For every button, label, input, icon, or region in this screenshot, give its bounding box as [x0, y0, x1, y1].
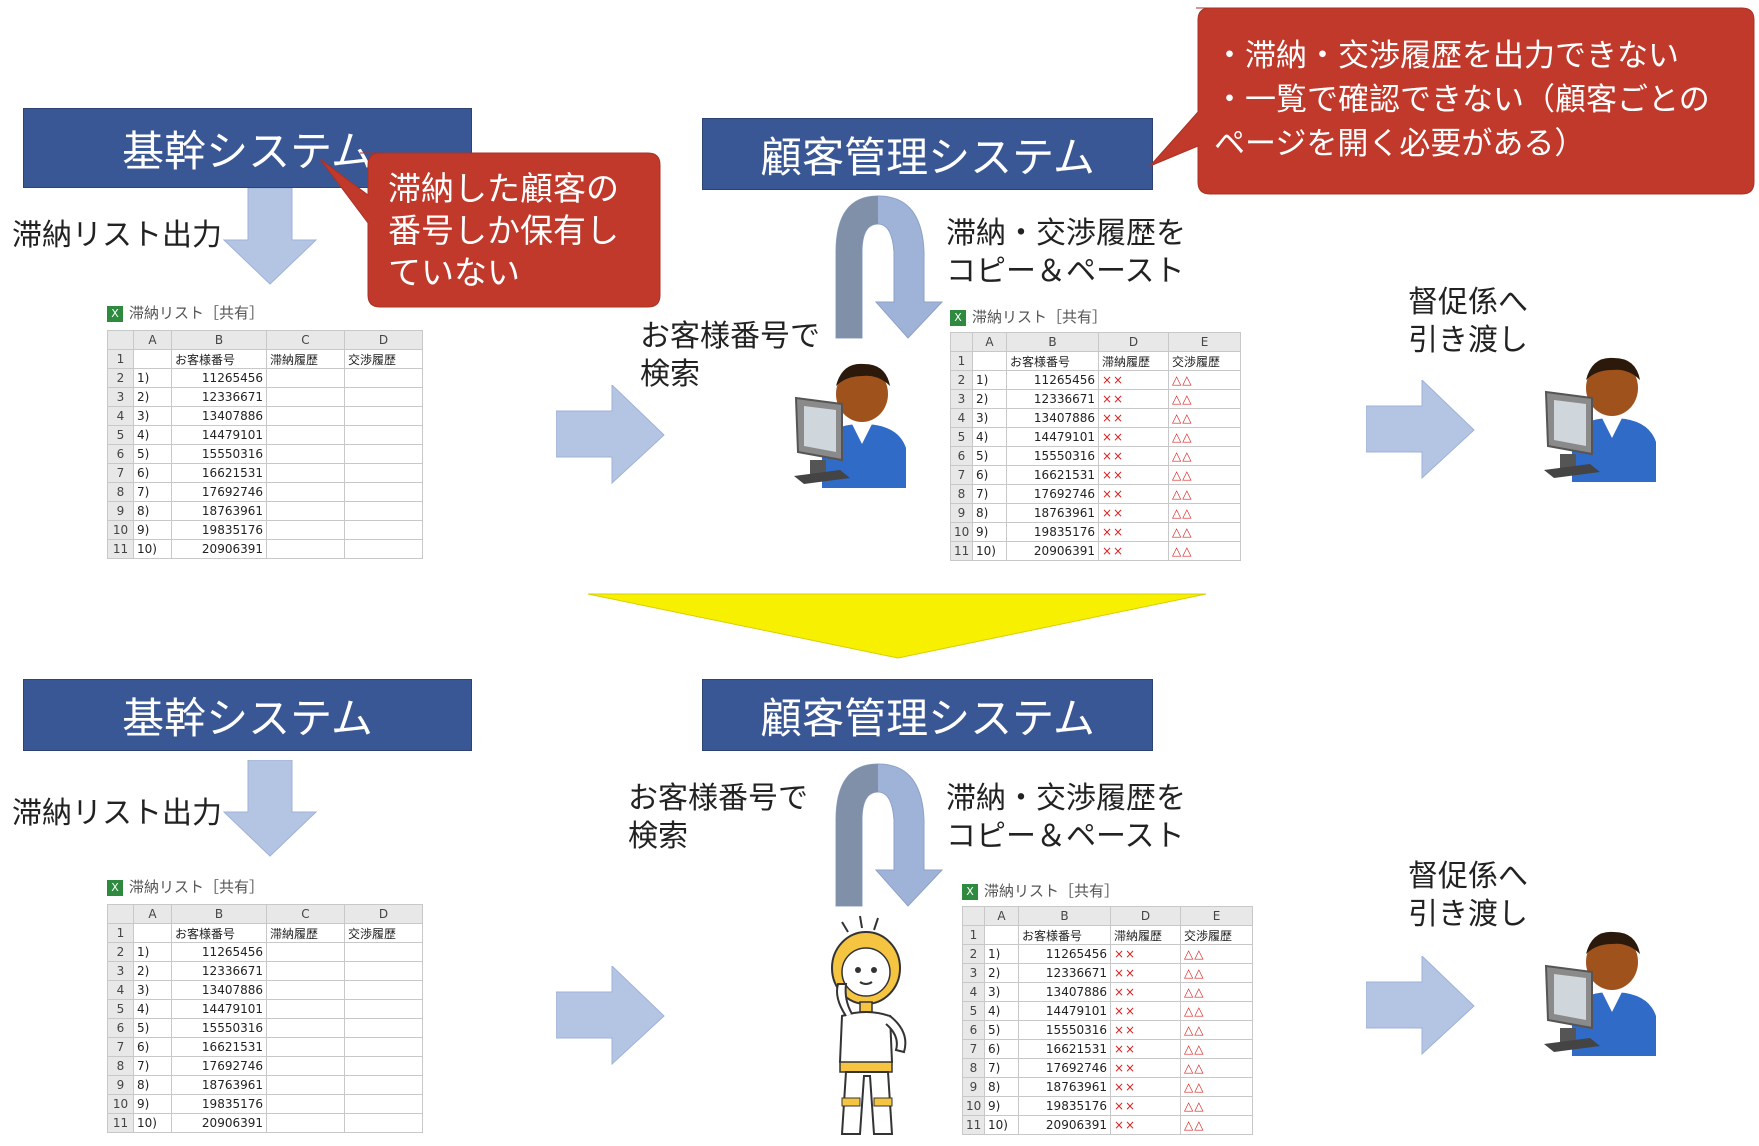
copy-label-bottom: 滞納・交渉履歴を コピー＆ペースト — [946, 781, 1186, 854]
excel-icon: X — [107, 879, 123, 896]
core-system-box-bottom: 基幹システム — [23, 679, 472, 751]
callout-core-bubble — [319, 152, 661, 308]
right-arrow-bottom-1 — [556, 966, 665, 1066]
output-label-bottom: 滞納リスト出力 — [12, 796, 222, 831]
curved-arrow-top — [835, 195, 944, 339]
copy-label-top: 滞納・交渉履歴を コピー＆ペースト — [946, 216, 1186, 289]
right-arrow-top-1 — [556, 385, 665, 485]
callout-crm-text: ・滞納・交渉履歴を出力できない ・一覧で確認できない（顧客ごとの ページを開く必… — [1214, 38, 1710, 162]
core-system-box-top: 基幹システム — [23, 108, 472, 188]
right-arrow-top-2 — [1366, 380, 1475, 480]
excel-icon: X — [962, 883, 978, 900]
output-label-top: 滞納リスト出力 — [12, 218, 222, 253]
excel-icon: X — [950, 309, 966, 326]
operator-person-icon-top — [794, 363, 906, 488]
right-arrow-bottom-2 — [1366, 956, 1475, 1056]
crm-system-box-top: 顧客管理システム — [702, 118, 1153, 190]
down-arrow-top — [222, 188, 318, 285]
crm-system-box-bottom: 顧客管理システム — [702, 679, 1153, 751]
handover-label-top: 督促係へ 引き渡し — [1408, 285, 1528, 358]
search-label-top: お客様番号で 検索 — [640, 319, 820, 392]
transition-arrow — [587, 593, 1207, 659]
callout-crm-bubble — [1149, 7, 1755, 195]
robot-icon — [831, 915, 907, 1135]
down-arrow-bottom — [222, 760, 318, 857]
handover-label-bottom: 督促係へ 引き渡し — [1408, 859, 1528, 932]
collector-person-icon-bottom — [1544, 931, 1656, 1056]
collector-person-icon-top — [1544, 357, 1656, 482]
excel-icon: X — [107, 305, 123, 322]
callout-core-text: 滞納した顧客の 番号しか保有し ていない — [388, 169, 619, 292]
search-label-bottom: お客様番号で 検索 — [628, 781, 808, 854]
curved-arrow-bottom — [835, 763, 944, 907]
